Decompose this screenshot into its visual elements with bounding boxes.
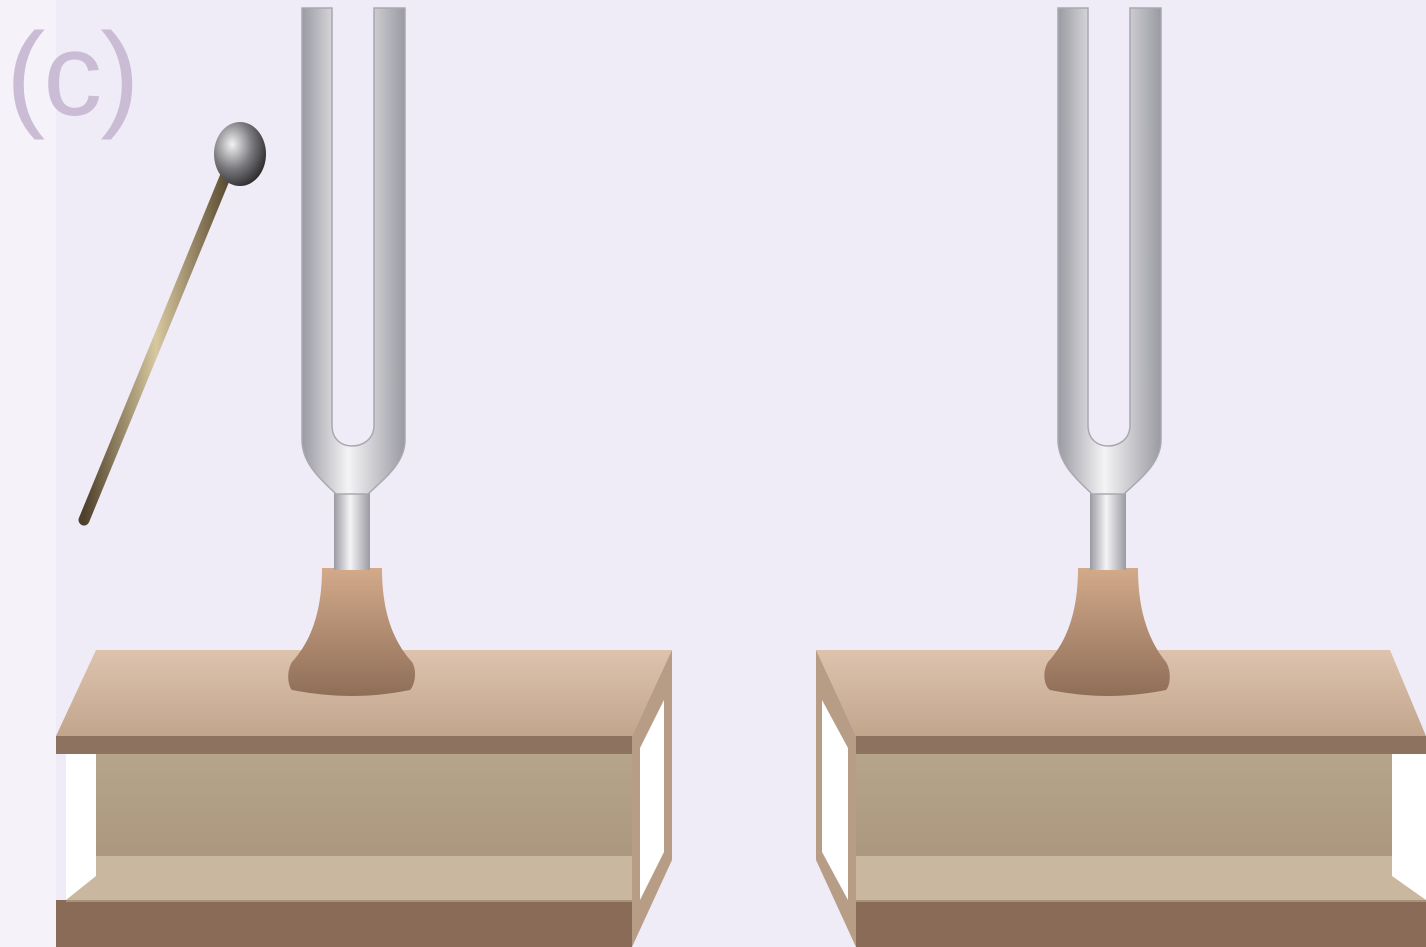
right-box-rim [856,736,1426,754]
right-box-base [856,900,1426,947]
left-fork-stem [334,492,370,570]
mallet-head [214,122,266,186]
left-box-base [56,900,632,947]
left-box-floor [66,856,632,900]
left-margin [0,0,56,947]
panel-label: (c) [6,16,138,134]
left-box-rim [56,736,632,754]
right-box-opening-right [1392,752,1426,900]
right-box-floor [856,856,1426,900]
right-fork-stem [1090,492,1126,570]
left-box-opening-left [66,752,96,900]
